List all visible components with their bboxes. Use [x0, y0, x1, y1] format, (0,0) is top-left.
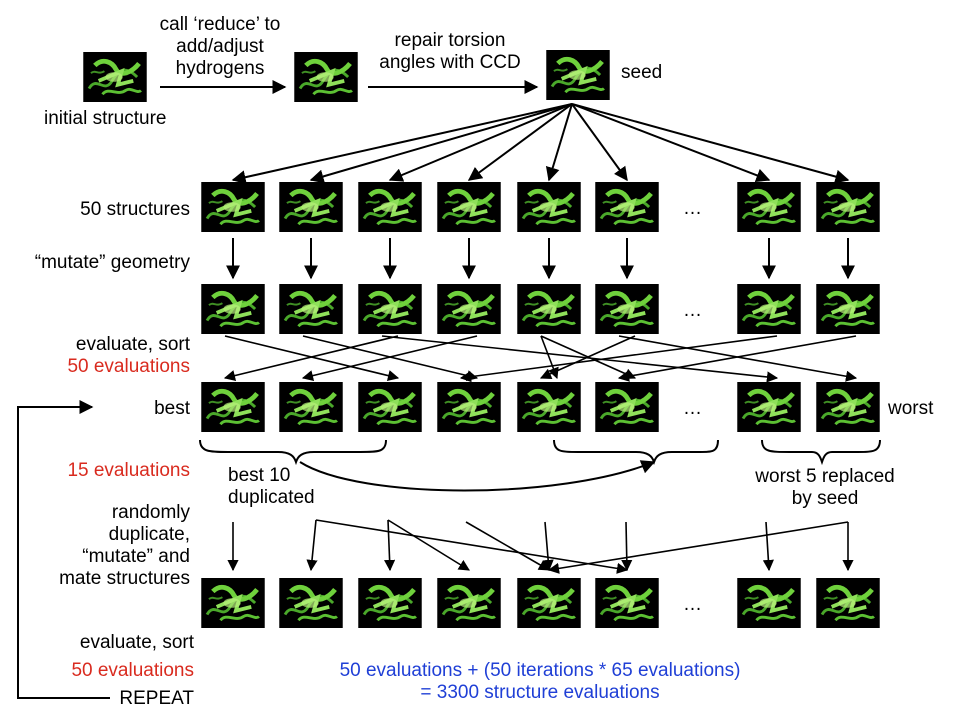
structure-thumbnail-r1-c1: [201, 182, 264, 232]
structure-thumbnail-r1-c7: [737, 182, 800, 232]
mate-arrow-8: [621, 521, 633, 572]
duplicate-curve-arrow: [299, 460, 656, 492]
structure-thumbnail-r1-c6: [595, 182, 658, 232]
structure-thumbnail-r3-c4: [437, 382, 500, 432]
fanout-arrow-1: [231, 103, 573, 185]
structure-thumbnail-r2-c2: [279, 284, 342, 334]
initial-structure-thumbnail: [83, 52, 146, 102]
bottom-evaluate-sort-label: evaluate, sort: [79, 632, 194, 653]
structure-thumbnail-r2-c4: [437, 284, 500, 334]
structure-thumbnail-r1-c4: [437, 182, 500, 232]
mate-arrow-2: [306, 519, 318, 572]
ellipsis-row2: …: [683, 300, 702, 321]
structure-thumbnail-r1-c2: [279, 182, 342, 232]
fanout-arrow-3: [388, 103, 573, 182]
fanout-arrow-5: [545, 103, 573, 182]
seed-fanout-arrows: [231, 103, 850, 185]
evaluate-sort-label: evaluate, sort: [75, 334, 190, 355]
structure-thumbnail-r2-c1: [201, 284, 264, 334]
structure-thumbnail-r4-c4: [437, 578, 500, 628]
structure-thumbnail-r2-c6: [595, 284, 658, 334]
sort-arrow-8: [459, 335, 778, 383]
fanout-arrow-2: [309, 103, 573, 184]
worst-label: worst: [888, 398, 934, 419]
mate-arrow-7: [315, 519, 629, 574]
structure-rows: [201, 182, 879, 628]
fanout-arrow-8: [571, 103, 850, 184]
best-label: best: [154, 398, 190, 419]
structure-thumbnail-r4-c3: [358, 578, 421, 628]
fanout-arrow-7: [571, 103, 771, 182]
sort-arrow-11: [540, 335, 559, 380]
seed-label: seed: [621, 62, 663, 83]
initial-structure-label: initial structure: [44, 108, 167, 129]
fanout-arrow-6: [571, 103, 628, 182]
total-evaluations-summary: 50 evaluations + (50 iterations * 65 eva…: [339, 660, 741, 703]
structure-thumbnail-r1-c5: [517, 182, 580, 232]
structure-thumbnail-r3-c3: [358, 382, 421, 432]
sort-arrows: [223, 335, 858, 383]
structure-thumbnail-r3-c5: [517, 382, 580, 432]
structure-thumbnail-r3-c2: [279, 382, 342, 432]
structure-thumbnail-r3-c6: [595, 382, 658, 432]
best-10-brace: [199, 439, 387, 466]
repeat-label: REPEAT: [119, 688, 194, 709]
structure-thumbnail-r2-c5: [517, 284, 580, 334]
hydrogenated-structure-thumbnail: [294, 52, 357, 102]
structure-thumbnail-r1-c3: [358, 182, 421, 232]
worst-5-brace: [761, 439, 881, 466]
mate-arrow-11: [547, 521, 849, 574]
mutate-arrows: [226, 238, 855, 280]
structure-thumbnail-r4-c5: [517, 578, 580, 628]
mate-arrow-3: [384, 519, 396, 572]
repeat-loop-arrow: [17, 400, 110, 699]
sort-arrow-7: [381, 335, 779, 383]
structure-thumbnail-r2-c8: [816, 284, 879, 334]
sort-arrow-2: [223, 335, 399, 382]
sort-arrow-10: [617, 335, 857, 382]
bottom-evaluations-50-label: 50 evaluations: [71, 660, 194, 681]
mutate-geometry-label: “mutate” geometry: [34, 252, 190, 273]
ellipsis-row4: …: [683, 594, 702, 615]
structure-thumbnail-r2-c7: [737, 284, 800, 334]
mate-arrow-6: [542, 521, 554, 572]
mate-arrow-4: [387, 519, 470, 571]
mate-arrow-5: [465, 521, 550, 571]
structure-thumbnail-r4-c2: [279, 578, 342, 628]
structure-thumbnail-r4-c7: [737, 578, 800, 628]
structure-thumbnail-r1-c8: [816, 182, 879, 232]
structure-thumbnail-r4-c1: [201, 578, 264, 628]
structure-thumbnail-r3-c8: [816, 382, 879, 432]
ellipsis-row3: …: [683, 398, 702, 419]
ellipsis-row1: …: [683, 198, 702, 219]
structure-thumbnail-r3-c1: [201, 382, 264, 432]
seed-structure-thumbnail: [546, 50, 609, 100]
structure-thumbnail-r3-c7: [737, 382, 800, 432]
fanout-arrow-4: [467, 103, 573, 181]
structure-thumbnail-r4-c8: [816, 578, 879, 628]
evaluations-50-label: 50 evaluations: [67, 356, 190, 377]
mate-arrow-9: [762, 521, 774, 572]
mate-arrows: [227, 519, 854, 574]
structure-thumbnail-r4-c6: [595, 578, 658, 628]
structures-count-label: 50 structures: [80, 199, 190, 220]
evaluations-15-label: 15 evaluations: [67, 460, 190, 481]
structure-thumbnail-r2-c3: [358, 284, 421, 334]
middle-brace: [553, 439, 719, 466]
